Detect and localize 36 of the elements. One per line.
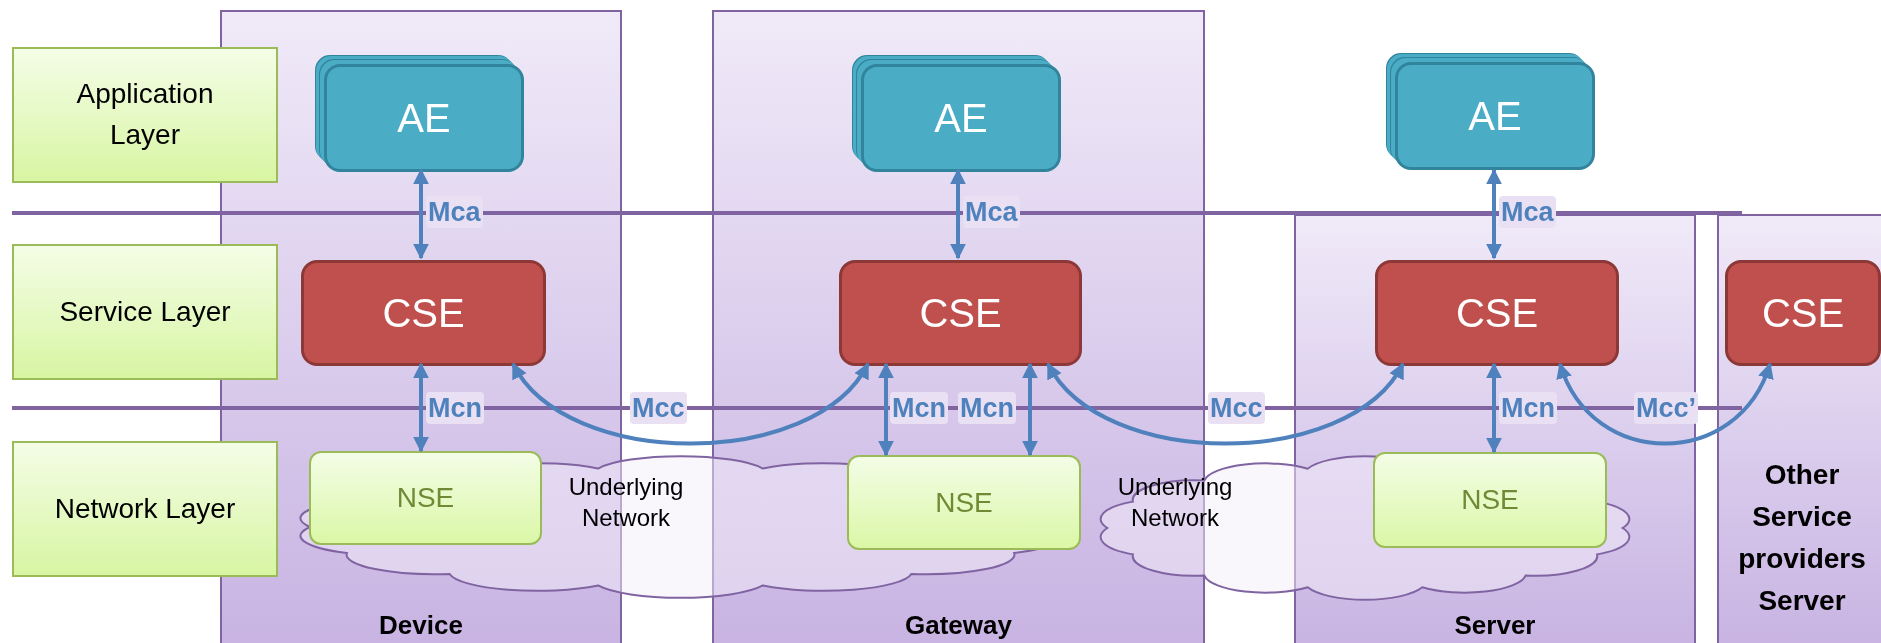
zone-panel xyxy=(1717,214,1881,643)
edge-label: Mca xyxy=(963,196,1020,228)
zone-title: Server xyxy=(1454,608,1536,641)
cloud-label: Underlying Network xyxy=(567,472,685,534)
interface-arrow xyxy=(1486,362,1502,454)
edge-label: Mcn xyxy=(426,392,484,424)
interface-arrow xyxy=(511,362,870,446)
edge-label: Mcc xyxy=(1208,392,1265,424)
layer-box: Network Layer xyxy=(12,441,278,577)
interface-arrow xyxy=(1046,362,1405,446)
interface-arrow xyxy=(878,362,894,457)
interface-arrow xyxy=(413,362,429,453)
cse-box: CSE xyxy=(1725,260,1881,366)
cse-box: CSE xyxy=(301,260,546,366)
edge-label: Mcn xyxy=(1499,392,1557,424)
edge-label: Mcn xyxy=(958,392,1016,424)
layer-box: Service Layer xyxy=(12,244,278,380)
interface-arrow xyxy=(1022,362,1038,457)
edge-label: Mca xyxy=(1499,196,1556,228)
nse-box: NSE xyxy=(309,451,542,545)
interface-arrow xyxy=(1558,362,1772,446)
interface-arrow xyxy=(950,168,966,260)
zone-title: Gateway xyxy=(905,608,1012,641)
cloud-label: Underlying Network xyxy=(1116,472,1234,534)
nse-box: NSE xyxy=(1373,452,1607,548)
layer-box: Application Layer xyxy=(12,47,278,183)
zone-title: Other Service providers Server xyxy=(1737,458,1867,618)
interface-arrow xyxy=(413,168,429,260)
interface-arrow xyxy=(1486,168,1502,260)
edge-label: Mcc’ xyxy=(1634,392,1699,424)
cse-box: CSE xyxy=(839,260,1082,366)
edge-label: Mcn xyxy=(890,392,948,424)
zone-title: Device xyxy=(379,608,463,641)
edge-label: Mcc xyxy=(630,392,687,424)
edge-label: Mca xyxy=(426,196,483,228)
cse-box: CSE xyxy=(1375,260,1619,366)
